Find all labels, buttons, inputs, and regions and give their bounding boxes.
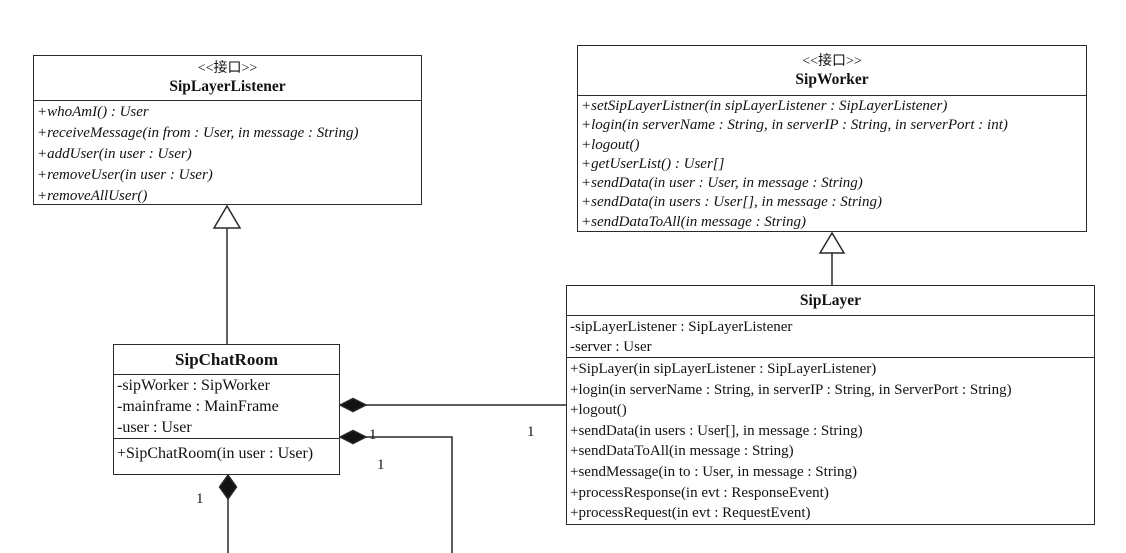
attribute-item: -sipLayerListener : SipLayerListener (570, 319, 793, 335)
method-item: +receiveMessage(in from : User, in messa… (37, 125, 359, 141)
method-item: +sendDataToAll(in message : String) (581, 213, 806, 230)
composition-diamond-2 (338, 429, 368, 445)
method-item: +logout() (581, 136, 640, 153)
method-item: +SipChatRoom(in user : User) (117, 445, 314, 462)
class-header: <<接口>> SipWorker (578, 46, 1086, 96)
method-item: +setSipLayerListner(in sipLayerListener … (581, 98, 948, 114)
stereotype-label: <<接口>> (197, 61, 258, 76)
composition-diamond-3 (218, 473, 238, 501)
hollow-triangle-sipworker (818, 231, 846, 254)
method-item: +whoAmI() : User (37, 104, 149, 120)
class-name: SipChatRoom (175, 350, 278, 369)
uml-class-sipchatroom: SipChatRoom -sipWorker : SipWorker -main… (113, 344, 340, 475)
class-header: SipChatRoom (114, 345, 339, 375)
composition-line-2 (364, 436, 453, 553)
method-item: +processResponse(in evt : ResponseEvent) (570, 484, 829, 501)
attribute-item: -server : User (570, 339, 652, 355)
class-name: SipLayer (799, 292, 862, 309)
class-name: SipWorker (795, 70, 869, 88)
attribute-item: -user : User (117, 418, 192, 436)
uml-class-sipworker: <<接口>> SipWorker +setSipLayerListner(in … (577, 45, 1087, 232)
attribute-item: -mainframe : MainFrame (117, 397, 279, 415)
method-item: +sendDataToAll(in message : String) (570, 443, 794, 460)
method-item: +processRequest(in evt : RequestEvent) (570, 505, 811, 522)
method-item: +sendData(in user : User, in message : S… (581, 175, 863, 192)
multiplicity-label-diamond2-below: 1 (377, 457, 385, 473)
method-item: +removeAllUser() (37, 188, 148, 204)
method-item: +sendMessage(in to : User, in message : … (570, 463, 857, 480)
method-item: +SipLayer(in sipLayerListener : SipLayer… (570, 361, 877, 377)
uml-class-siplayer: SipLayer -sipLayerListener : SipLayerLis… (566, 285, 1095, 525)
class-header: SipLayer (567, 286, 1094, 316)
method-item: +removeUser(in user : User) (37, 167, 213, 183)
attribute-item: -sipWorker : SipWorker (117, 377, 270, 394)
method-item: +sendData(in users : User[], in message … (570, 422, 863, 439)
class-header: <<接口>> SipLayerListener (34, 56, 421, 101)
uml-class-siplayerlistener: <<接口>> SipLayerListener +whoAmI() : User… (33, 55, 422, 205)
attributes-compartment: -sipLayerListener : SipLayerListener -se… (567, 316, 1094, 358)
method-item: +addUser(in user : User) (37, 146, 192, 162)
composition-diamond-1 (338, 397, 368, 413)
methods-compartment: +whoAmI() : User +receiveMessage(in from… (34, 101, 421, 204)
method-item: +getUserList() : User[] (581, 155, 725, 172)
methods-compartment: +SipChatRoom(in user : User) (114, 439, 339, 474)
method-item: +login(in serverName : String, in server… (570, 381, 1012, 398)
class-name: SipLayerListener (169, 78, 286, 95)
hollow-triangle-siplayerlistener (212, 204, 242, 229)
methods-compartment: +setSipLayerListner(in sipLayerListener … (578, 96, 1086, 231)
method-item: +logout() (570, 402, 627, 419)
attributes-compartment: -sipWorker : SipWorker -mainframe : Main… (114, 375, 339, 439)
multiplicity-label-bottom-line: 1 (196, 491, 204, 507)
stereotype-label: <<接口>> (802, 53, 862, 69)
method-item: +sendData(in users : User[], in message … (581, 194, 882, 211)
multiplicity-label-diamond2-right: 1 (369, 427, 377, 443)
method-item: +login(in serverName : String, in server… (581, 117, 1008, 134)
multiplicity-label-siplayer-end: 1 (527, 424, 535, 440)
methods-compartment: +SipLayer(in sipLayerListener : SipLayer… (567, 358, 1094, 524)
